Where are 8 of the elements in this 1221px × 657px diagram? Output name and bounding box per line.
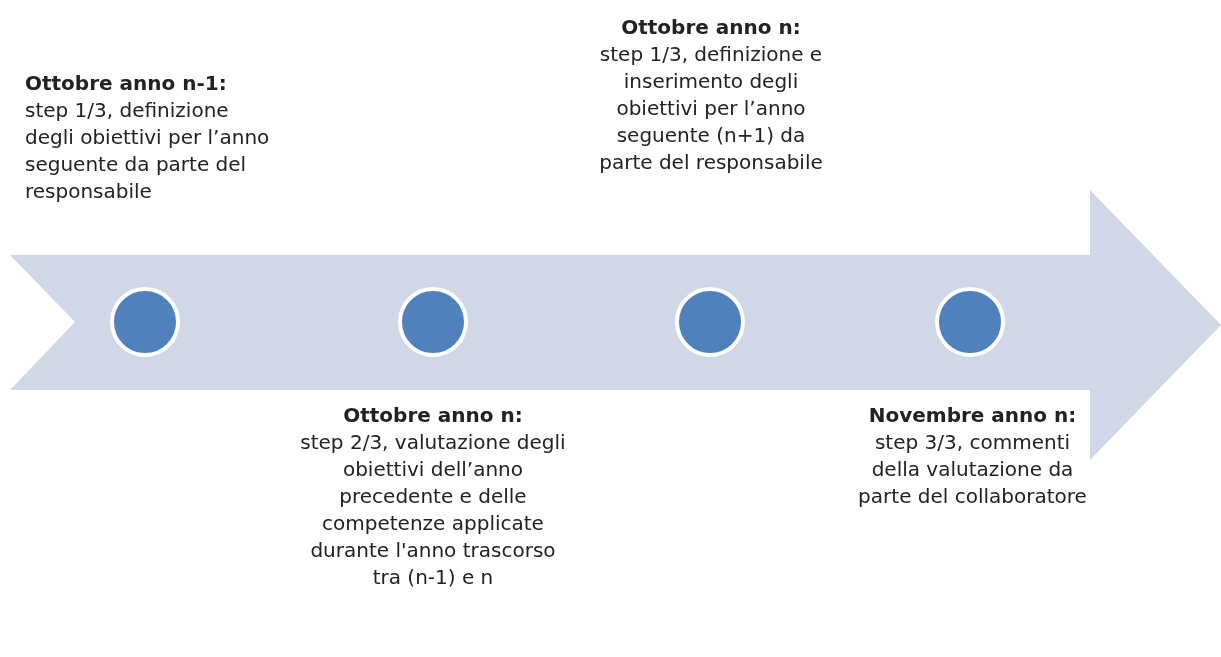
milestone-description: step 1/3, definizione degli obiettivi per l’anno seguente da parte del responsabile [25,97,270,205]
milestone-date: Ottobre anno n: [342,402,524,429]
milestone-date: Ottobre anno n-1: [25,70,228,97]
milestone-date: Ottobre anno n: [620,14,802,41]
milestone-description: step 1/3, definizione e inserimento degli obiettivi per l’anno seguente (n+1) da parte del responsabile [598,41,824,176]
milestone-description: step 2/3, valutazione degli obiettivi dell’anno precedente e delle competenze applicate durante l'anno trascorso tra (n-1) e n [299,429,567,591]
milestone-date: Novembre anno n: [867,402,1078,429]
milestone-description: step 3/3, commenti della valutazione da parte del collaboratore [857,429,1088,510]
